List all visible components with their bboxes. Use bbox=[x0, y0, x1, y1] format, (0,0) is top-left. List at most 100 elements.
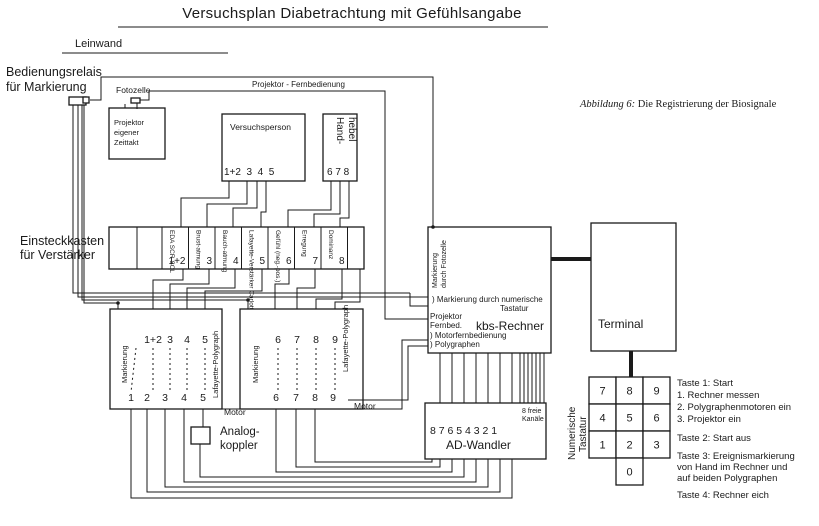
projector-label-2: eigener bbox=[114, 128, 140, 137]
wire-junction bbox=[246, 298, 250, 302]
polygraph-input-label: 7 bbox=[294, 334, 300, 346]
polygraph-input-label: 1+2 bbox=[144, 334, 162, 346]
legend-line: Taste 1: Start bbox=[677, 378, 733, 389]
polygraph-input-label: 4 bbox=[184, 334, 190, 346]
screen-label: Leinwand bbox=[75, 38, 122, 50]
ad-channels: 8 7 6 5 4 3 2 1 bbox=[430, 425, 497, 437]
wire bbox=[274, 269, 290, 309]
computer-box bbox=[427, 226, 552, 354]
junction-dots bbox=[116, 225, 435, 305]
ad-converter-name: AD-Wandler bbox=[446, 438, 511, 452]
slot-label: Gefühl (neg.-pos.) bbox=[274, 230, 281, 282]
polygraph-output-label: 5 bbox=[200, 392, 206, 404]
slot-number: 1+2 bbox=[169, 256, 186, 267]
projector-label-3: Zeittakt bbox=[114, 138, 140, 147]
key-cell[interactable] bbox=[615, 403, 644, 432]
slot-label: Erregung bbox=[301, 230, 308, 257]
slot-number: 4 bbox=[233, 256, 239, 267]
hand-lever-label-1: Hand- bbox=[334, 117, 345, 144]
polygraph-right-marking: Markierung bbox=[251, 345, 260, 383]
legend-line: Taste 3: Ereignismarkierung bbox=[677, 451, 795, 462]
polygraph-output-label: 6 bbox=[273, 392, 279, 404]
photocell-label: Fotozelle bbox=[116, 85, 151, 95]
wire-junction bbox=[431, 225, 435, 229]
polygraph-output-label: 2 bbox=[144, 392, 150, 404]
terminal-label: Terminal bbox=[598, 317, 643, 331]
motor-label-right: Motor bbox=[354, 401, 376, 411]
polygraph-output-label: 7 bbox=[293, 392, 299, 404]
keypad-label-2: Tastatur bbox=[578, 416, 589, 452]
polygraph-right-device: Lafayette-Polygraph bbox=[341, 305, 350, 372]
key-digit: 8 bbox=[626, 386, 632, 398]
motor-control-2: ) Polygraphen bbox=[430, 340, 480, 349]
slot-label: Dominanz bbox=[327, 230, 334, 259]
relay-label-1: Bedienungsrelais bbox=[6, 65, 102, 79]
numeric-marking-2: Tastatur bbox=[500, 304, 529, 313]
wire bbox=[199, 444, 465, 478]
keypad-label-1: Numerische bbox=[567, 406, 578, 460]
wire bbox=[140, 90, 428, 320]
key-legend: Taste 1: Start 1. Rechner messen 2. Poly… bbox=[677, 378, 795, 501]
slot-number: 6 bbox=[286, 256, 292, 267]
polygraph-input-label: 6 bbox=[275, 334, 281, 346]
key-cell[interactable] bbox=[588, 430, 617, 459]
hand-lever-ports: 6 7 8 bbox=[327, 167, 350, 178]
polygraph-input-label: 8 bbox=[313, 334, 319, 346]
free-channels-1: 8 freie bbox=[522, 408, 542, 415]
key-digit: 2 bbox=[626, 440, 632, 452]
wire bbox=[130, 409, 513, 499]
slot-number: 7 bbox=[312, 256, 318, 267]
wire bbox=[83, 105, 119, 309]
terminal-box bbox=[590, 222, 677, 352]
computer-name: kbs-Rechner bbox=[476, 319, 544, 333]
computer-marking-2: durch Fotozelle bbox=[441, 240, 448, 288]
diagram-title: Versuchsplan Diabetrachtung mit Gefühlsa… bbox=[182, 5, 522, 22]
caption-text: Die Registrierung der Biosignale bbox=[635, 99, 776, 110]
polygraph-output-label: 1 bbox=[128, 392, 134, 404]
wire-junction bbox=[116, 301, 120, 305]
wire bbox=[287, 181, 332, 227]
analog-coupler-label-1: Analog- bbox=[220, 426, 260, 438]
hand-lever-label-2: hebel bbox=[346, 117, 357, 141]
polygraph-output-label: 3 bbox=[162, 392, 168, 404]
free-channels-2: Kanäle bbox=[522, 416, 544, 423]
remote-input-1: Projektor bbox=[430, 312, 462, 321]
motor-label-left: Motor bbox=[224, 407, 246, 417]
slot-number: 8 bbox=[339, 256, 345, 267]
motor-control-1: ) Motorfernbedienung bbox=[430, 331, 507, 340]
key-digit: 5 bbox=[626, 413, 632, 425]
channel-dots bbox=[130, 347, 137, 393]
key-cell[interactable] bbox=[642, 430, 671, 459]
polygraph-input-label: 3 bbox=[167, 334, 173, 346]
key-digit: 4 bbox=[599, 413, 605, 425]
wire bbox=[313, 181, 341, 227]
computer-marking-1: Markierung bbox=[432, 253, 439, 288]
key-digit: 6 bbox=[653, 413, 659, 425]
polygraph-input-label: 9 bbox=[332, 334, 338, 346]
polygraph-left-device: Lafayette-Polygraph bbox=[211, 331, 220, 398]
photocell-sensor bbox=[130, 97, 141, 104]
relay-contact bbox=[82, 96, 90, 104]
wire bbox=[146, 409, 501, 493]
polygraph-right-box bbox=[239, 308, 364, 410]
key-cell[interactable] bbox=[615, 457, 644, 486]
subject-ports: 1+2 3 4 5 bbox=[224, 167, 275, 178]
wire bbox=[334, 269, 361, 309]
key-cell[interactable] bbox=[588, 403, 617, 432]
key-digit: 7 bbox=[599, 386, 605, 398]
wire bbox=[314, 409, 433, 463]
analog-coupler-label-2: koppler bbox=[220, 440, 258, 452]
wire bbox=[90, 76, 434, 227]
wire bbox=[315, 269, 343, 309]
legend-line: 3. Projektor ein bbox=[677, 414, 741, 425]
remote-control-label: Projektor - Fernbedienung bbox=[252, 80, 345, 89]
figure-caption: Abbildung 6: Die Registrierung der Biosi… bbox=[579, 99, 777, 110]
wire bbox=[232, 181, 258, 227]
legend-line: auf beiden Polygraphen bbox=[677, 473, 777, 484]
polygraph-left-box bbox=[109, 308, 223, 410]
wire bbox=[222, 339, 428, 410]
analog-coupler-box bbox=[190, 426, 211, 445]
relay-label-2: für Markierung bbox=[6, 80, 87, 94]
